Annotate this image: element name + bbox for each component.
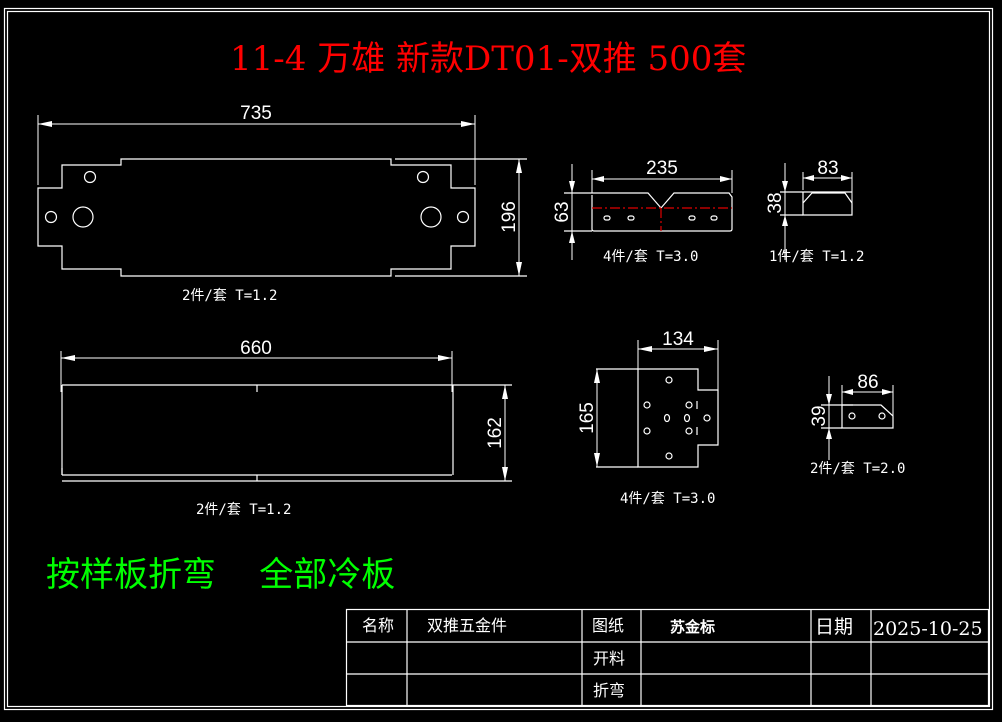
dimension-height: 162 [485,417,506,449]
dimension-width: 83 [817,158,838,179]
hole [44,210,58,224]
hole [665,376,673,384]
date-label: 日期 [815,616,853,638]
hole [685,427,693,435]
cutting-label: 开料 [593,649,625,668]
hole [878,412,886,420]
drawing-title: 11-4 万雄 新款DT01-双推 500套 [230,39,746,79]
process-note: 按样板折弯 全部冷板 [46,555,395,595]
dimension-width: 660 [240,338,272,359]
dimension-width: 134 [662,329,694,350]
part-1-flat-plate: 735 196 2件/套 T=1.2 [37,103,527,304]
hole [643,427,651,435]
dimension-width: 235 [646,158,678,179]
dimension-height: 38 [765,192,786,213]
dimension-height: 196 [499,201,520,233]
hole [456,210,470,224]
dimension-width: 86 [857,372,878,393]
hole [72,206,94,228]
part-5-mount-plate: 134 165 4件/套 T=3.0 [577,329,719,507]
drawing-value: 苏金标 [670,618,715,636]
inner-border [6,10,991,708]
hole [643,401,651,409]
dimension-width: 735 [240,103,272,124]
hole [83,170,97,184]
bending-label: 折弯 [593,681,625,700]
hole [665,452,673,460]
name-value: 双推五金件 [427,616,507,635]
date-value: 2025-10-25 [873,618,983,640]
part-6-clip: 86 39 2件/套 T=2.0 [809,372,905,477]
hole [420,206,442,228]
part-3-small-bracket: 83 38 1件/套 T=1.2 [765,158,864,265]
drawing-label: 图纸 [592,616,624,635]
title-block: 名称 双推五金件 图纸 苏金标 日期 2025-10-25 开料 折弯 [345,608,990,707]
hole [416,170,430,184]
part-2-bent-bracket: 235 63 4件/套 T=3.0 [552,158,733,265]
hole [703,414,711,422]
name-label: 名称 [362,616,394,635]
part-4-long-plate: 660 162 2件/套 T=1.2 [60,338,512,518]
part-spec: 2件/套 T=1.2 [182,288,277,304]
hole [685,401,693,409]
part-spec: 2件/套 T=1.2 [196,502,291,518]
dimension-height: 165 [577,402,598,434]
dimension-height: 63 [552,201,573,222]
outer-border [3,7,994,711]
part-spec: 4件/套 T=3.0 [620,491,715,507]
part-spec: 1件/套 T=1.2 [769,249,864,265]
part-spec: 2件/套 T=2.0 [810,461,905,477]
dimension-height: 39 [809,405,830,426]
part-spec: 4件/套 T=3.0 [603,249,698,265]
hole [848,412,856,420]
